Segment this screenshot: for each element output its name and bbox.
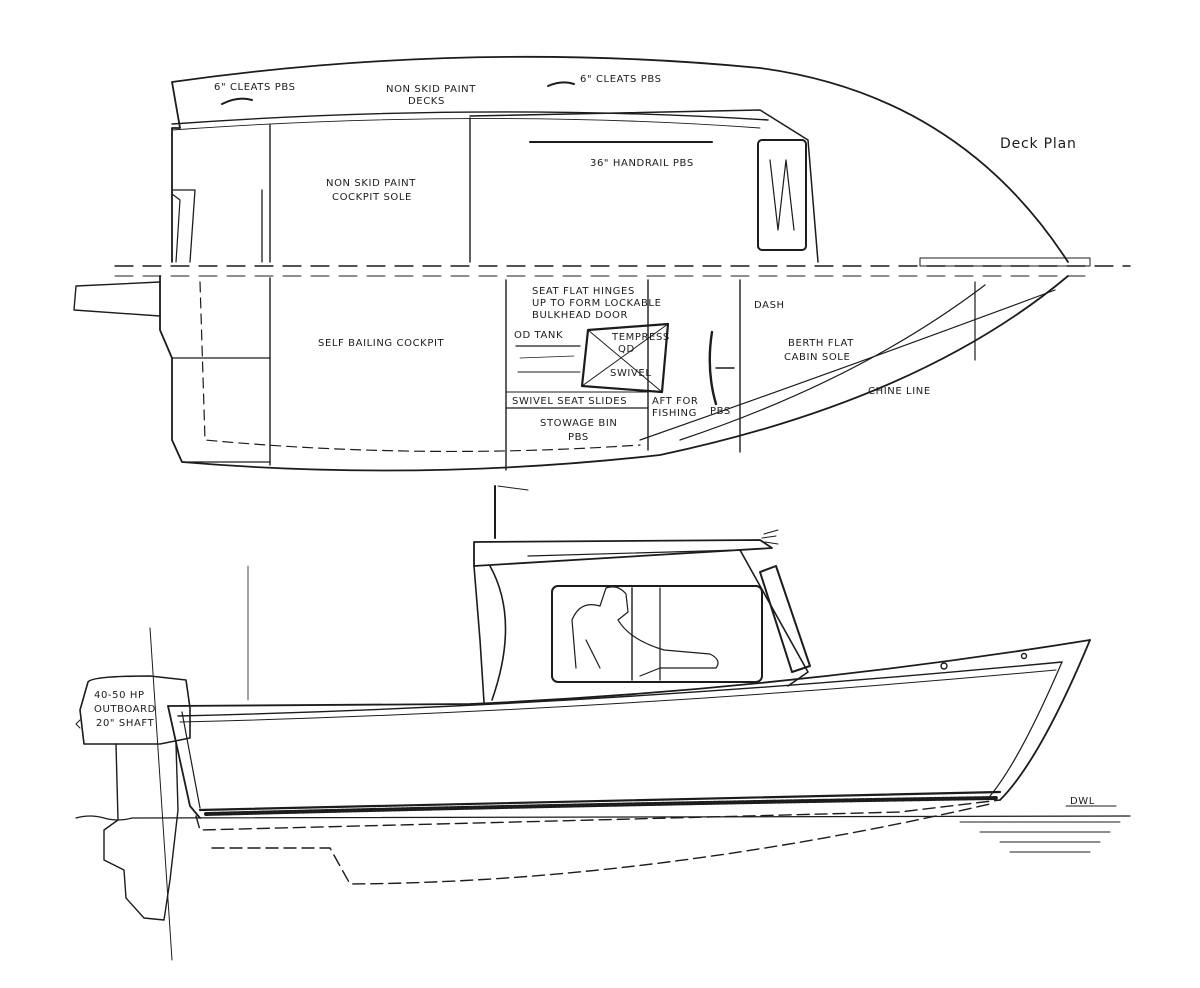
transom-well-lower	[171, 357, 271, 463]
helmsman-figure	[571, 586, 719, 677]
label-tempress-2: QD	[618, 344, 635, 355]
waterline	[75, 815, 1131, 821]
water-ripple-1	[959, 821, 1121, 853]
label-swivel-slides: SWIVEL SEAT SLIDES	[512, 396, 627, 407]
hull-inner-dashed	[199, 281, 641, 453]
label-nonskid-sole-1: NON SKID PAINT	[326, 178, 416, 189]
plan-title: Deck Plan	[1000, 136, 1077, 152]
label-pbs-wheel: PBS	[710, 406, 731, 417]
outboard-motor	[75, 627, 191, 961]
hull-sheer	[167, 639, 1091, 707]
cleat-aft-icon	[221, 97, 253, 105]
label-tempress-1: TEMPRESS	[611, 332, 670, 343]
side-window-main	[551, 585, 763, 683]
bow-fitting	[919, 257, 1091, 267]
deck-plan-labels: Deck Plan 6" CLEATS PBS 6" CLEATS PBS NO…	[214, 74, 1077, 443]
rub-rail-2	[179, 669, 1057, 723]
cabin-aft-post	[473, 565, 507, 703]
boot-top	[204, 796, 998, 816]
underwater-profile	[195, 799, 1001, 885]
label-dash: DASH	[754, 300, 785, 311]
label-aft-fishing-2: FISHING	[652, 408, 697, 419]
berth-line	[679, 284, 986, 441]
label-aft-fishing-1: AFT FOR	[652, 396, 698, 407]
hull-bottom	[198, 790, 1002, 812]
deck-outline-lower	[159, 275, 1069, 472]
swivel-seat	[580, 322, 670, 394]
bow-stem-inner	[989, 661, 1063, 797]
transom-notch-upper	[171, 193, 181, 263]
label-nonskid-decks-1: NON SKID PAINT	[386, 84, 476, 95]
transom-well-upper	[171, 189, 263, 263]
transom	[167, 705, 201, 819]
label-berth-1: BERTH FLAT	[788, 338, 854, 349]
label-handrail: 36" HANDRAIL PBS	[590, 158, 694, 169]
label-seat-flat-2: UP TO FORM LOCKABLE	[532, 298, 662, 309]
label-self-bailing: SELF BAILING COCKPIT	[318, 338, 445, 349]
steering-wheel-plan	[708, 330, 718, 406]
label-nonskid-sole-2: COCKPIT SOLE	[332, 192, 412, 203]
label-seat-flat-1: SEAT FLAT HINGES	[532, 286, 635, 297]
bow-fitting-icon	[1020, 652, 1028, 660]
label-stowage-2: PBS	[568, 432, 589, 443]
deck-sheer-line	[171, 111, 769, 125]
label-outboard-1: 40-50 HP	[94, 690, 145, 701]
cabin-hatch-wave	[769, 159, 795, 231]
bow-stem	[999, 639, 1091, 801]
front-window	[759, 565, 811, 673]
label-stowage-1: STOWAGE BIN	[540, 418, 617, 429]
label-cleats-aft: 6" CLEATS PBS	[214, 82, 296, 93]
cabin-hatch-window	[757, 139, 807, 251]
roof-light-icon	[761, 529, 779, 545]
rub-rail	[177, 661, 1063, 717]
cabin-roof-trim	[527, 549, 741, 557]
label-dwl: DWL	[1070, 796, 1095, 807]
label-cleats-fwd: 6" CLEATS PBS	[580, 74, 662, 85]
od-tank-line-2	[519, 355, 575, 359]
deck-sheer-line-2	[171, 118, 761, 131]
label-seat-flat-3: BULKHEAD DOOR	[532, 310, 628, 321]
label-outboard-3: 20" SHAFT	[96, 718, 155, 729]
cleat-fwd-icon	[547, 81, 575, 87]
label-tempress-3: SWIVEL	[610, 368, 652, 379]
bow-cleat-icon	[940, 662, 948, 670]
label-od-tank: OD TANK	[514, 330, 563, 341]
label-outboard-2: OUTBOARD	[94, 704, 156, 715]
chine-line	[639, 289, 1056, 441]
label-nonskid-decks-2: DECKS	[408, 96, 445, 107]
profile-view	[75, 485, 1131, 961]
label-berth-2: CABIN SOLE	[784, 352, 850, 363]
cabin-roof	[473, 539, 773, 567]
outboard-plan	[73, 281, 161, 317]
transom-inner	[181, 711, 201, 809]
cabin-top-outline	[469, 109, 819, 263]
profile-labels: 40-50 HP OUTBOARD 20" SHAFT DWL	[94, 690, 1095, 807]
deck-plan	[73, 55, 1131, 472]
deck-outline-upper	[171, 55, 1069, 263]
mast-top	[497, 485, 529, 491]
label-chine-line: CHINE LINE	[868, 386, 931, 397]
